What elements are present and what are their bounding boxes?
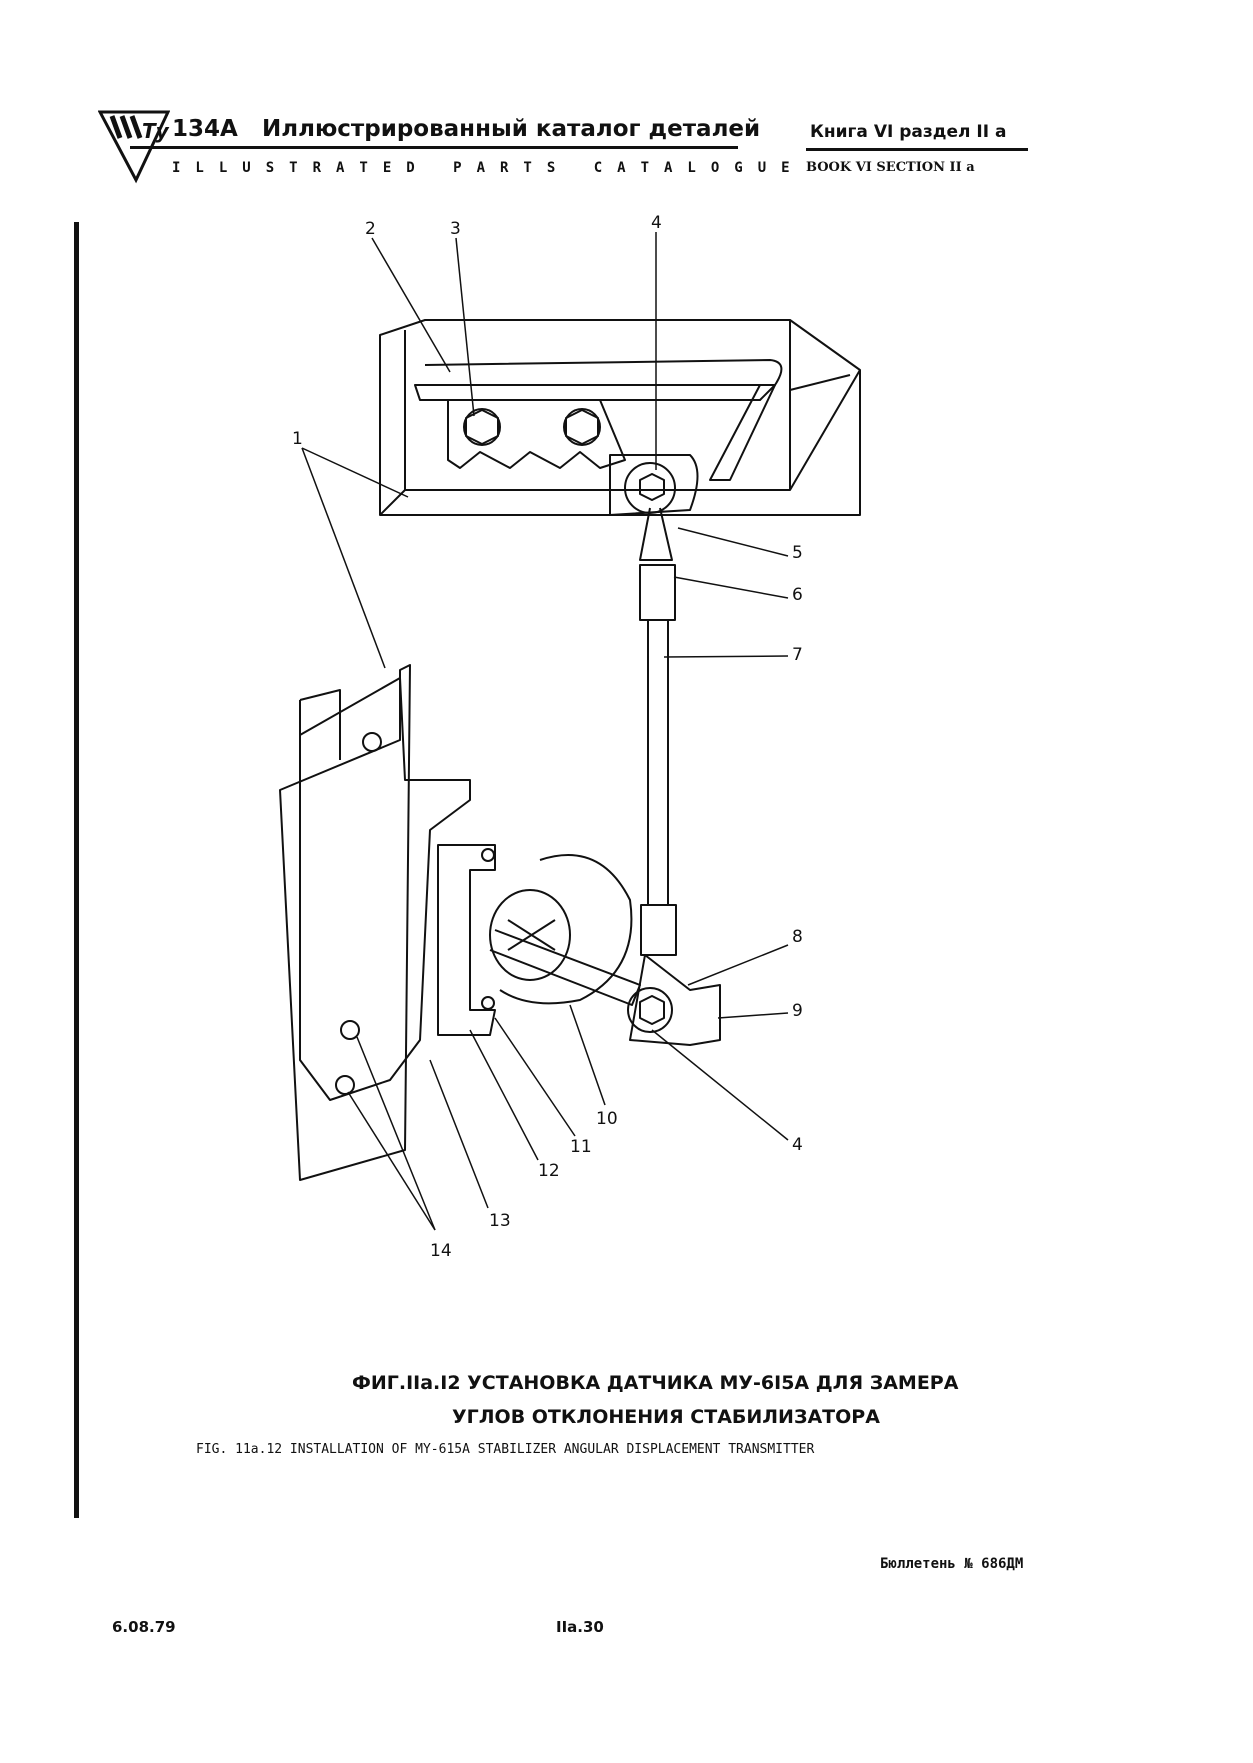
caption-en: FIG. 11a.12 INSTALLATION OF MY-615A STAB… [196, 1442, 815, 1457]
bulletin-number: Бюллетень № 686ДМ [880, 1556, 1024, 1572]
catalog-title-en: ILLUSTRATED PARTS CATALOGUE [172, 160, 805, 176]
callout-5: 5 [792, 543, 803, 563]
callout-3: 3 [450, 219, 461, 239]
figure-drawing: 1 2 3 4 5 6 7 8 9 4 10 11 12 13 14 [279, 213, 861, 1261]
book-section-ru: Книга VI раздел II а [810, 122, 1007, 142]
header: Ту 134А Иллюстрированный каталог деталей… [0, 0, 1253, 200]
logo-text: Ту [142, 119, 170, 143]
model-label: 134А [172, 116, 238, 142]
callout-4-lower: 4 [792, 1135, 803, 1155]
header-rule-left [130, 146, 738, 149]
date: 6.08.79 [112, 1618, 176, 1636]
callout-1: 1 [292, 429, 303, 449]
callout-12: 12 [538, 1161, 560, 1181]
transmitter-dial [489, 889, 571, 981]
margin-bar [74, 222, 79, 1518]
catalog-title-ru: Иллюстрированный каталог деталей [262, 116, 761, 142]
callout-labels: 1 2 3 4 5 6 7 8 9 4 10 11 12 13 14 [292, 213, 803, 1261]
callout-7: 7 [792, 645, 803, 665]
caption-ru-line1: ФИГ.IIа.I2 УСТАНОВКА ДАТЧИКА МУ-6I5А ДЛЯ… [352, 1372, 959, 1394]
bolt-hex [465, 409, 499, 445]
callout-11: 11 [570, 1137, 592, 1157]
callout-6: 6 [792, 585, 803, 605]
callout-10: 10 [596, 1109, 618, 1129]
book-section-en: BOOK VI SECTION II a [806, 160, 975, 175]
callout-9: 9 [792, 1001, 803, 1021]
callout-2: 2 [365, 219, 376, 239]
mounting-plate [299, 677, 471, 1101]
header-rule-right [806, 148, 1028, 151]
top-bracket [379, 319, 861, 516]
callout-4-upper: 4 [651, 213, 662, 233]
callout-14: 14 [430, 1241, 452, 1261]
callout-13: 13 [489, 1211, 511, 1231]
caption-ru-line2: УГЛОВ ОТКЛОНЕНИЯ СТАБИЛИЗАТОРА [452, 1406, 880, 1428]
page-number: IIа.30 [556, 1618, 604, 1636]
callout-8: 8 [792, 927, 803, 947]
